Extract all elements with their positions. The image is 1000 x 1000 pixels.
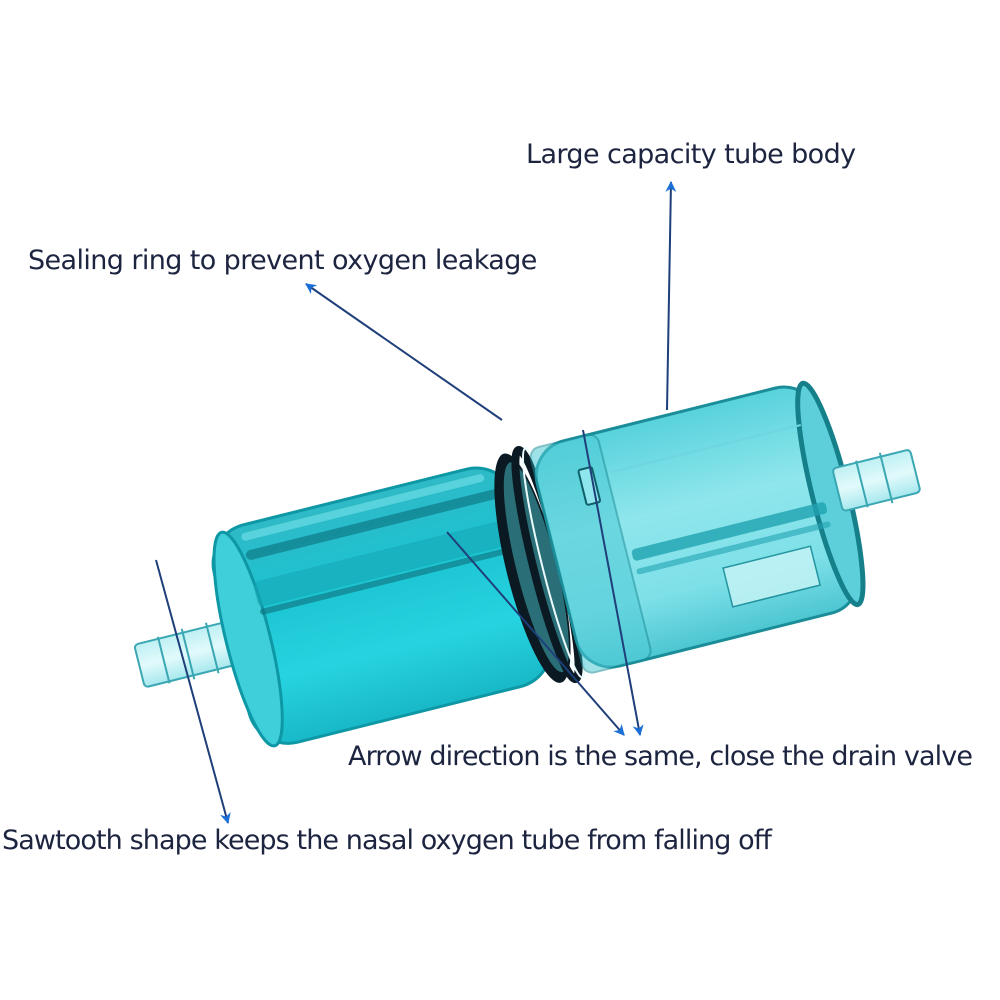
arrow-direction-left	[446, 531, 625, 736]
left-barb-fitting	[134, 620, 242, 688]
callout-sawtooth-shape: Sawtooth shape keeps the nasal oxygen tu…	[2, 825, 772, 856]
arrow-sawtooth	[155, 559, 231, 825]
left-chamber	[211, 466, 553, 748]
leader-lines	[155, 180, 677, 825]
seal-ring	[494, 445, 586, 684]
arrow-direction-right	[582, 429, 644, 737]
right-chamber	[529, 380, 866, 674]
right-barb-fitting	[832, 449, 921, 512]
arrow-body	[665, 180, 677, 411]
callout-arrow-direction: Arrow direction is the same, close the d…	[348, 741, 973, 772]
arrow-seal	[305, 283, 503, 421]
device-body	[134, 380, 921, 748]
callout-large-capacity-body: Large capacity tube body	[526, 139, 856, 170]
callout-sealing-ring: Sealing ring to prevent oxygen leakage	[28, 245, 537, 276]
